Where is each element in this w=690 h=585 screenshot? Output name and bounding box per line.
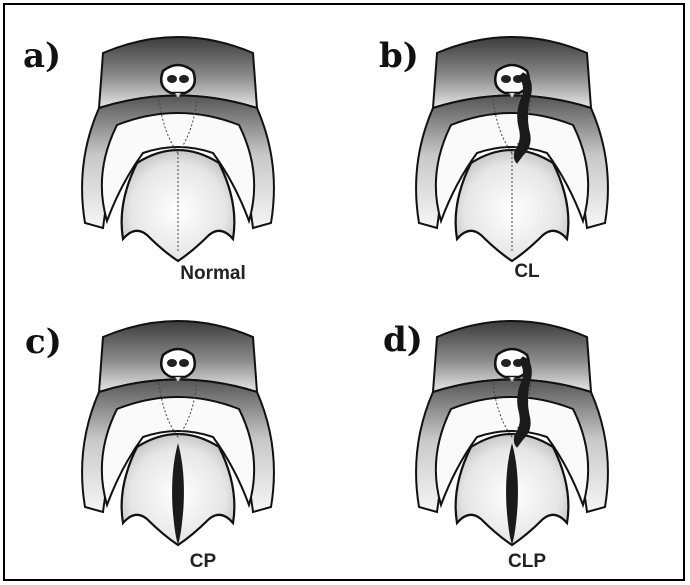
- nostril-left: [501, 75, 511, 83]
- nostril-left: [167, 75, 177, 83]
- panel-caption: Normal: [133, 264, 293, 283]
- figure-frame: a) Normal b) CL c) CP d) CLP: [3, 3, 685, 581]
- panel-caption: CP: [123, 552, 283, 571]
- nostril-left: [501, 359, 511, 367]
- panel-c: c) CP: [13, 297, 343, 577]
- panel-b: b) CL: [347, 13, 677, 293]
- panel-caption: CL: [447, 262, 607, 281]
- nose-base: [161, 65, 195, 93]
- palate-diagram: [13, 13, 343, 293]
- nostril-left: [167, 359, 177, 367]
- panel-d: d) CLP: [347, 297, 677, 577]
- palate-diagram: [347, 297, 677, 577]
- panel-caption: CLP: [447, 552, 607, 571]
- palate-diagram: [347, 13, 677, 293]
- nostril-right: [179, 75, 189, 83]
- panel-a: a) Normal: [13, 13, 343, 293]
- nose-base: [161, 349, 195, 377]
- nostril-right: [179, 359, 189, 367]
- palate-diagram: [13, 297, 343, 577]
